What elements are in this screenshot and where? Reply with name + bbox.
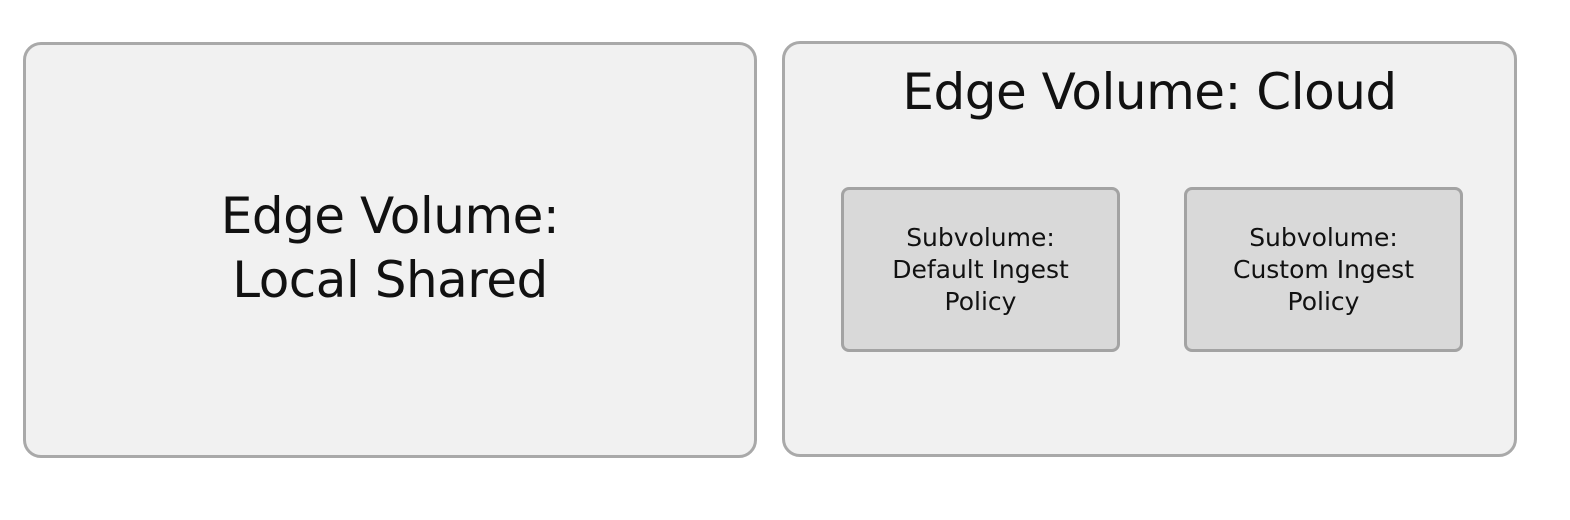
edge-volume-cloud-title: Edge Volume: Cloud — [902, 63, 1397, 121]
edge-volume-local-shared-title: Edge Volume: Local Shared — [220, 187, 560, 309]
edge-volume-cloud-panel: Edge Volume: Cloud Subvolume: Default In… — [782, 41, 1517, 457]
subvolume-default-ingest-policy-box: Subvolume: Default Ingest Policy — [841, 187, 1120, 352]
subvolume-custom-ingest-policy-label: Subvolume: Custom Ingest Policy — [1232, 222, 1415, 316]
edge-volume-local-shared-panel: Edge Volume: Local Shared — [23, 42, 757, 458]
subvolume-default-ingest-policy-label: Subvolume: Default Ingest Policy — [892, 222, 1069, 316]
subvolume-custom-ingest-policy-box: Subvolume: Custom Ingest Policy — [1184, 187, 1463, 352]
